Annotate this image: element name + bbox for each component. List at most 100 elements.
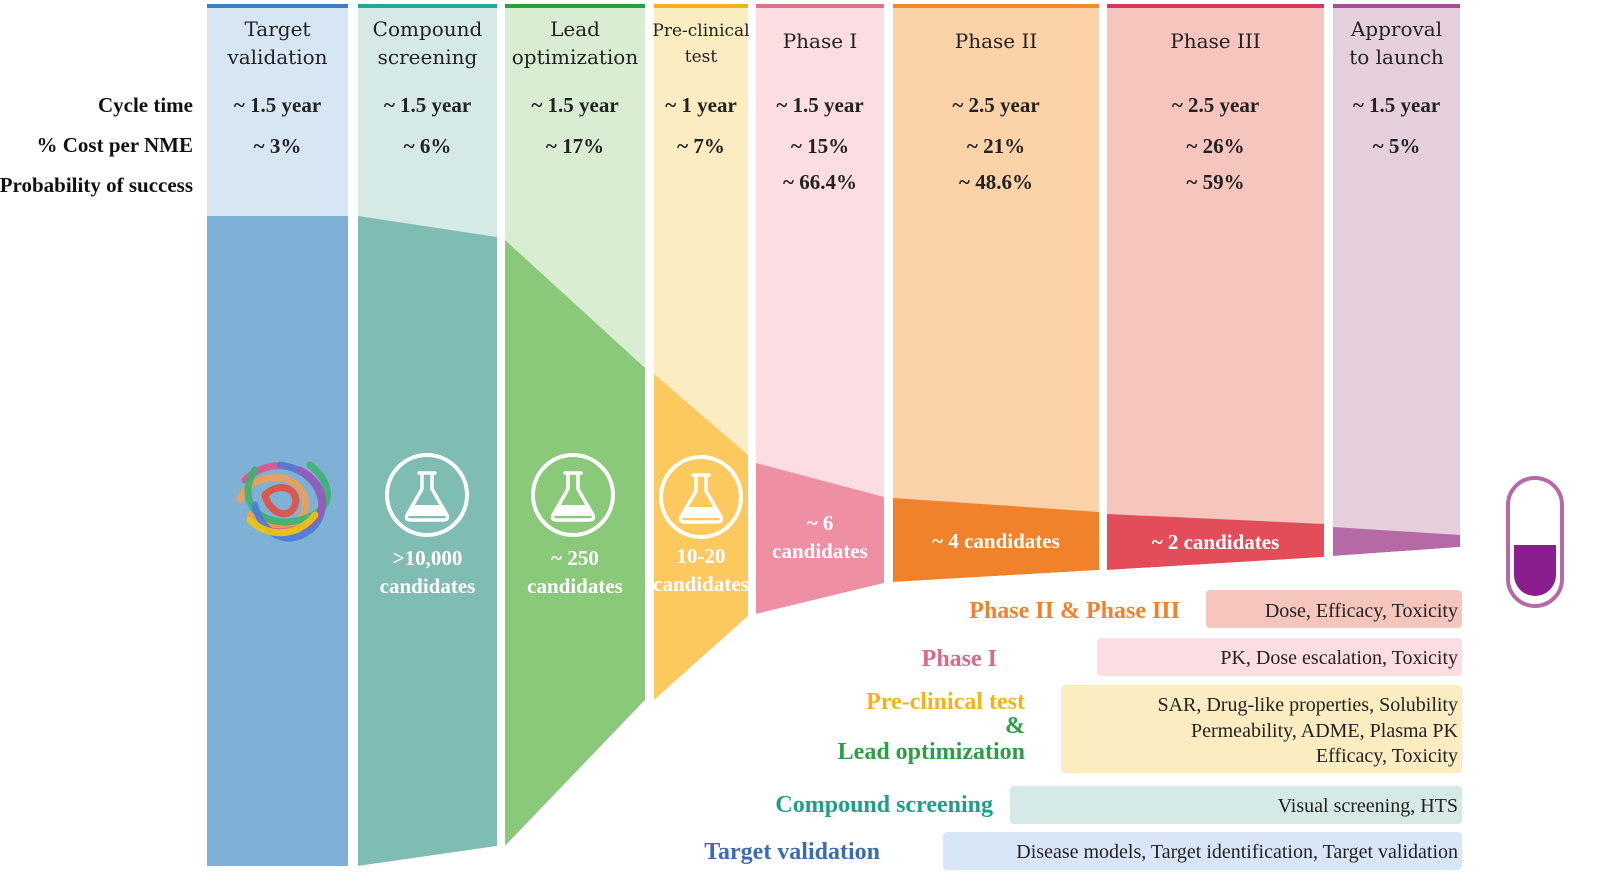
stage-top-bar — [358, 4, 497, 8]
candidate-label: candidates — [653, 572, 749, 596]
cost-value: ~ 15% — [791, 134, 849, 158]
stage-top-bar — [1333, 4, 1460, 8]
stage-background-mask — [207, 866, 348, 870]
stage-header-line: to launch — [1349, 45, 1444, 69]
legend-row-3: SAR, Drug-like properties, SolubilityPer… — [838, 685, 1462, 773]
legend-row-4: Visual screening, HTS Compound screening — [775, 786, 1462, 824]
legend-title: Compound screening — [775, 792, 993, 818]
stage-column-5: Phase I ~ 1.5 year ~ 15% ~ 66.4% ~ 6 candidat… — [756, 4, 884, 870]
stage-header-line: Compound — [373, 17, 483, 41]
legend-box — [1206, 590, 1462, 628]
candidate-count: ~ 4 candidates — [932, 529, 1060, 553]
probability-value: ~ 59% — [1186, 170, 1244, 194]
cycle-time-value: ~ 1.5 year — [384, 93, 471, 117]
legend-title: Phase II & Phase III — [969, 598, 1180, 624]
cycle-time-value: ~ 2.5 year — [1172, 93, 1259, 117]
stage-background — [893, 4, 1099, 570]
stage-funnel-segment — [756, 463, 884, 614]
legend-description: Dose, Efficacy, Toxicity — [1265, 600, 1458, 622]
legend-description: Efficacy, Toxicity — [1316, 745, 1458, 767]
legend-description: PK, Dose escalation, Toxicity — [1220, 647, 1458, 669]
stage-funnel-segment — [505, 240, 645, 846]
cycle-time-value: ~ 1.5 year — [776, 93, 863, 117]
legend-row-1: Dose, Efficacy, Toxicity Phase II & Phase… — [969, 590, 1462, 628]
candidate-count: >10,000 — [393, 546, 463, 570]
candidate-label: candidates — [527, 574, 623, 598]
cost-value: ~ 5% — [1373, 134, 1421, 158]
legend-box — [1097, 638, 1462, 676]
stage-header-line: validation — [226, 45, 327, 69]
stage-column-3: Lead optimization ~ 1.5 year ~ 17% ~ 250 cand… — [505, 4, 645, 870]
row-label-cycle-time: Cycle time — [98, 93, 193, 117]
legend-title-line: Pre-clinical test — [866, 689, 1025, 715]
probability-value: ~ 66.4% — [783, 170, 857, 194]
stage-background-mask — [756, 583, 884, 870]
cycle-time-value: ~ 1.5 year — [1353, 93, 1440, 117]
candidate-label: candidates — [380, 574, 476, 598]
stage-background-mask — [505, 700, 645, 870]
stage-header: Phase II — [955, 29, 1038, 53]
stage-header: Phase I — [783, 29, 858, 53]
stage-header-line: Pre-clinical — [652, 21, 749, 41]
row-label-cost: % Cost per NME — [36, 133, 193, 157]
cost-value: ~ 6% — [404, 134, 452, 158]
legend-description: Visual screening, HTS — [1278, 795, 1458, 817]
cost-value: ~ 21% — [967, 134, 1025, 158]
legend-row-2: PK, Dose escalation, Toxicity Phase I — [922, 638, 1462, 676]
cost-value: ~ 26% — [1186, 134, 1244, 158]
protein-structure-icon — [236, 461, 331, 542]
stage-header-line: Target — [245, 17, 311, 41]
stage-header-line: screening — [378, 45, 478, 69]
stage-header-line: Approval — [1350, 17, 1442, 41]
row-label-probability: Probability of success — [0, 173, 193, 197]
capsule-icon — [1506, 476, 1564, 608]
stage-top-bar — [893, 4, 1099, 8]
cost-value: ~ 17% — [546, 134, 604, 158]
legend-row-5: Disease models, Target identification, T… — [704, 832, 1462, 870]
stage-funnel-segment — [207, 216, 348, 866]
stage-top-bar — [756, 4, 884, 8]
candidate-count: ~ 250 — [551, 546, 599, 570]
legend-description: SAR, Drug-like properties, Solubility — [1157, 694, 1458, 716]
legend-box — [1010, 786, 1462, 824]
stage-top-bar — [654, 4, 748, 8]
stage-header-line: optimization — [512, 45, 639, 69]
legend-title: Phase I — [922, 646, 997, 672]
legend-box — [1061, 685, 1462, 773]
flask-icon — [385, 453, 469, 537]
candidate-label: candidates — [772, 539, 868, 563]
stage-top-bar — [505, 4, 645, 8]
flask-icon — [531, 453, 615, 537]
stage-background — [1333, 4, 1460, 547]
candidate-count: 10-20 — [677, 544, 726, 568]
legend-box — [943, 832, 1462, 870]
flask-icon — [659, 455, 743, 539]
cost-value: ~ 3% — [254, 134, 302, 158]
stage-background-mask — [358, 846, 497, 870]
stage-column-1: Target validation ~ 1.5 year ~ 3% — [207, 4, 348, 870]
stage-header-line: Lead — [550, 17, 600, 41]
stage-funnel-segment — [893, 498, 1099, 582]
cycle-time-value: ~ 1.5 year — [531, 93, 618, 117]
candidate-count: ~ 2 candidates — [1152, 530, 1280, 554]
stage-column-2: Compound screening ~ 1.5 year ~ 6% >10,000 ca… — [358, 4, 497, 870]
stage-column-6: Phase II~ 2.5 year~ 21%~ 48.6%~ 4 candid… — [893, 4, 1099, 870]
stage-top-bar — [1107, 4, 1324, 8]
stage-funnel-segment — [1107, 514, 1324, 570]
cost-value: ~ 7% — [677, 134, 725, 158]
cycle-time-value: ~ 1.5 year — [234, 93, 321, 117]
stage-background — [1107, 4, 1324, 557]
candidate-count: ~ 6 — [807, 511, 834, 535]
stage-top-bar — [207, 4, 348, 8]
stage-header-line: test — [685, 47, 718, 67]
legend-description: Disease models, Target identification, T… — [1016, 841, 1458, 863]
stage-background-mask — [654, 616, 748, 870]
legend-title-line: & — [1005, 713, 1025, 739]
legend-title: Target validation — [704, 839, 880, 865]
cycle-time-value: ~ 2.5 year — [952, 93, 1039, 117]
stage-funnel-segment — [358, 216, 497, 866]
legend-description: Permeability, ADME, Plasma PK — [1191, 720, 1459, 742]
